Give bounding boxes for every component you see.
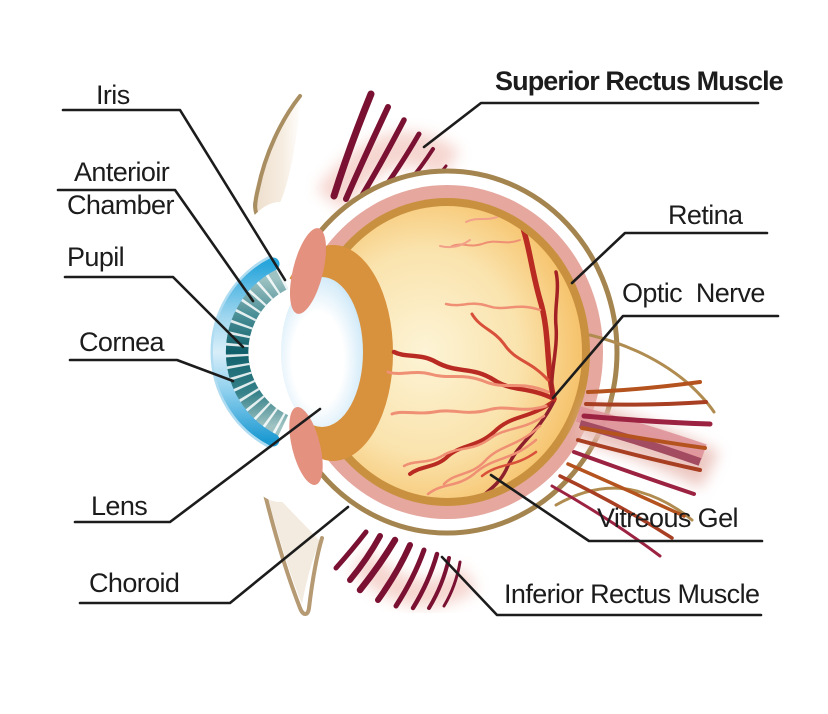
label-anterior-chamber-line1: Anterioir [74,157,170,187]
optic-nerve-fibers [550,333,719,558]
optic-nerve-leader-line [551,314,780,400]
vitreous-body [312,206,582,498]
lens-shape [281,277,363,427]
retina-vessels [386,215,560,498]
choroid-leader-line [78,505,350,605]
inferior-rectus-muscle-shape [333,529,478,611]
cornea-shape [210,255,280,449]
retina-leader-line [570,231,769,285]
iris-shape [224,267,289,437]
iris-leader-line [61,108,287,282]
label-retina: Retina [668,200,743,230]
vitreous-gel-leader-line [489,473,764,543]
label-cornea: Cornea [79,327,165,357]
pupil-leader-line [63,275,245,349]
label-optic-nerve: Optic Nerve [622,278,765,308]
lower-eyelid-shape [259,476,324,616]
superior-rectus-leader-line [422,101,760,149]
label-superior-rectus-muscle: Superior Rectus Muscle [495,66,784,96]
lens-leader-line [73,407,322,524]
upper-eyelid-shape [253,93,302,220]
label-inferior-rectus-muscle: Inferior Rectus Muscle [504,579,760,609]
label-pupil: Pupil [67,242,125,272]
anterior-chamber-leader-line [56,188,255,303]
label-choroid: Choroid [89,568,180,598]
label-anterior-chamber-line2: Chamber [67,190,174,220]
anterior-segment [210,228,393,485]
label-vitreous-gel: Vitreous Gel [597,503,738,533]
label-lens: Lens [91,491,148,521]
inferior-rectus-leader-line [440,555,763,617]
cornea-leader-line [68,358,235,383]
leader-lines [56,101,780,617]
label-iris: Iris [96,80,130,110]
